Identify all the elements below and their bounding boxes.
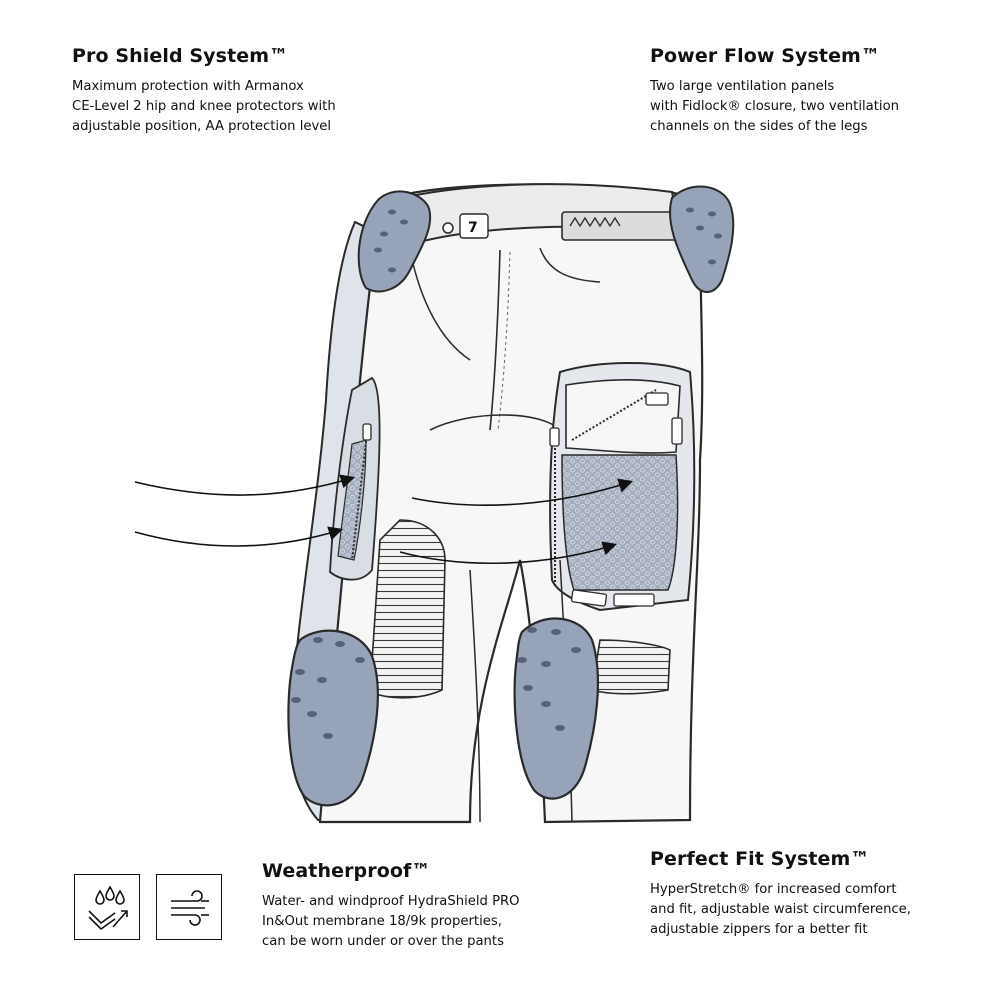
- right-vent-flap: [565, 379, 681, 454]
- power-flow-title: Power Flow System™: [650, 45, 881, 67]
- pro-shield-line-1: Maximum protection with Armanox: [72, 79, 304, 94]
- airflow-arrow-3: [411, 478, 634, 506]
- feature-pro-shield: Pro Shield System™ Maximum protection wi…: [72, 45, 336, 137]
- feature-perfect-fit: Perfect Fit System™ HyperStretch® for in…: [650, 848, 911, 940]
- left-side-vent-mesh: [337, 439, 367, 561]
- knee-protector-right: [513, 617, 600, 800]
- hip-protector-left: [357, 190, 432, 293]
- fly-seam: [489, 249, 501, 431]
- weatherproof-line-1: Water- and windproof HydraShield PRO: [262, 894, 520, 909]
- airflow-arrow-2: [134, 526, 344, 547]
- airflow-arrow-4: [399, 541, 618, 565]
- pro-shield-title: Pro Shield System™: [72, 45, 289, 67]
- feature-power-flow: Power Flow System™ Two large ventilation…: [650, 45, 899, 137]
- weatherproof-line-2: In&Out membrane 18/9k properties,: [262, 914, 502, 929]
- perfect-fit-line-3: adjustable zippers for a better fit: [650, 922, 868, 937]
- right-knee-stretch-panel: [591, 639, 671, 695]
- right-vent-zipper-diagonal: [571, 389, 657, 441]
- crotch-line: [429, 414, 561, 431]
- knee-protector-left: [287, 629, 379, 807]
- right-vent-zipper-pull: [549, 427, 560, 447]
- fidlock-tab-top: [645, 392, 669, 406]
- airflow-arrow-1: [134, 474, 356, 496]
- hip-protector-right: [669, 185, 735, 293]
- right-pocket-seam: [539, 247, 601, 283]
- left-pocket-seam: [409, 249, 471, 361]
- pro-shield-line-3: adjustable position, AA protection level: [72, 119, 332, 134]
- right-vent-mesh: [561, 454, 679, 591]
- power-flow-line-2: with Fidlock® closure, two ventilation: [650, 99, 900, 114]
- water-drops-icon: [74, 874, 140, 940]
- left-vent-zipper: [351, 424, 369, 561]
- wind-icon: [156, 874, 222, 940]
- power-flow-line-3: channels on the sides of the legs: [650, 119, 868, 134]
- feature-weatherproof: Weatherproof™ Water- and windproof Hydra…: [262, 860, 520, 952]
- weatherproof-title: Weatherproof™: [262, 860, 431, 882]
- weatherproof-line-3: can be worn under or over the pants: [262, 934, 504, 949]
- waist-snap: [442, 222, 454, 234]
- left-vent-zipper-pull: [362, 423, 372, 441]
- brand-tab: [459, 213, 489, 239]
- brand-logo-mark: 7: [468, 220, 478, 236]
- power-flow-line-1: Two large ventilation panels: [650, 79, 835, 94]
- fidlock-tab-bottom-right: [613, 593, 655, 607]
- fidlock-tab-side: [671, 417, 683, 445]
- perfect-fit-line-2: and fit, adjustable waist circumference,: [650, 902, 911, 917]
- left-knee-stretch-panel: [369, 519, 446, 699]
- pro-shield-line-2: CE-Level 2 hip and knee protectors with: [72, 99, 336, 114]
- left-leg-inner-seam: [469, 569, 481, 823]
- waist-velcro-teeth: [569, 216, 621, 228]
- fidlock-tab-bottom-left: [570, 589, 608, 607]
- perfect-fit-line-1: HyperStretch® for increased comfort: [650, 882, 897, 897]
- perfect-fit-title: Perfect Fit System™: [650, 848, 870, 870]
